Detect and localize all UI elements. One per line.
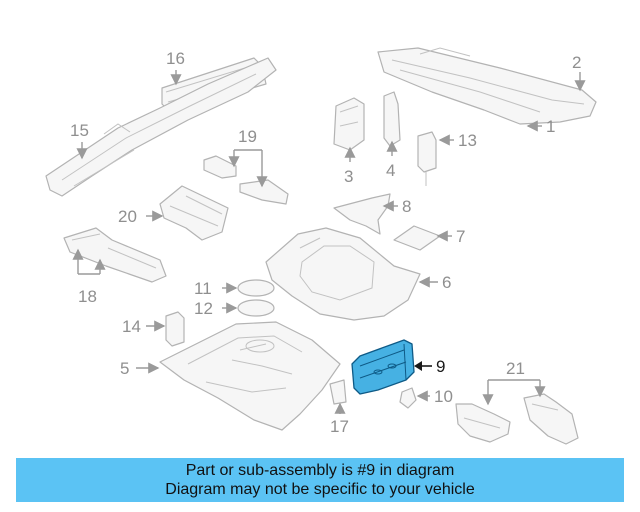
part-19-brackets[interactable] <box>203 155 289 205</box>
callout-5: 5 <box>120 359 129 378</box>
callout-14: 14 <box>122 317 141 336</box>
part-20-crossmember[interactable] <box>159 185 229 241</box>
banner-line-1: Part or sub-assembly is #9 in diagram <box>185 462 455 479</box>
callout-7: 7 <box>456 227 465 246</box>
part-6-wheel-well[interactable] <box>265 227 421 321</box>
callout-16: 16 <box>166 49 185 68</box>
part-17-bracket[interactable] <box>329 379 347 405</box>
part-13-mount[interactable] <box>417 131 437 186</box>
callout-13: 13 <box>458 131 477 150</box>
callout-9-active: 9 <box>436 357 445 376</box>
callout-1: 1 <box>546 117 555 136</box>
callout-6: 6 <box>442 273 451 292</box>
part-12-plug[interactable] <box>237 299 275 317</box>
callout-15: 15 <box>70 121 89 140</box>
callout-18: 18 <box>78 287 97 306</box>
part-8-bracket[interactable] <box>333 193 391 235</box>
part-9-highlighted-bracket[interactable] <box>351 339 415 395</box>
part-10-clip[interactable] <box>399 387 417 409</box>
callout-21: 21 <box>506 359 525 378</box>
callout-8: 8 <box>402 197 411 216</box>
part-2-rear-panel[interactable] <box>377 47 597 125</box>
part-21-wheelhouse[interactable] <box>455 393 579 445</box>
part-3-bracket[interactable] <box>333 97 365 151</box>
callout-20: 20 <box>118 207 137 226</box>
callout-19: 19 <box>238 127 257 146</box>
callout-4: 4 <box>386 161 395 180</box>
part-4-bracket[interactable] <box>383 91 401 147</box>
part-7-plate[interactable] <box>393 225 441 251</box>
callout-10: 10 <box>434 387 453 406</box>
part-14-clip[interactable] <box>165 311 185 347</box>
callout-12: 12 <box>194 299 213 318</box>
part-15-side-member[interactable] <box>45 57 277 197</box>
part-5-floor-pan[interactable] <box>159 321 341 431</box>
callout-2: 2 <box>572 53 581 72</box>
callout-numbers: 1 2 3 4 5 6 7 8 9 10 11 12 13 14 15 16 1… <box>70 49 581 436</box>
callout-11: 11 <box>194 279 212 298</box>
callout-17: 17 <box>330 417 349 436</box>
callout-3: 3 <box>344 167 353 186</box>
banner-line-2: Diagram may not be specific to your vehi… <box>165 481 475 498</box>
part-11-plug[interactable] <box>237 279 275 297</box>
part-info-banner: Part or sub-assembly is #9 in diagram Di… <box>16 458 624 502</box>
leader-lines <box>72 70 586 414</box>
